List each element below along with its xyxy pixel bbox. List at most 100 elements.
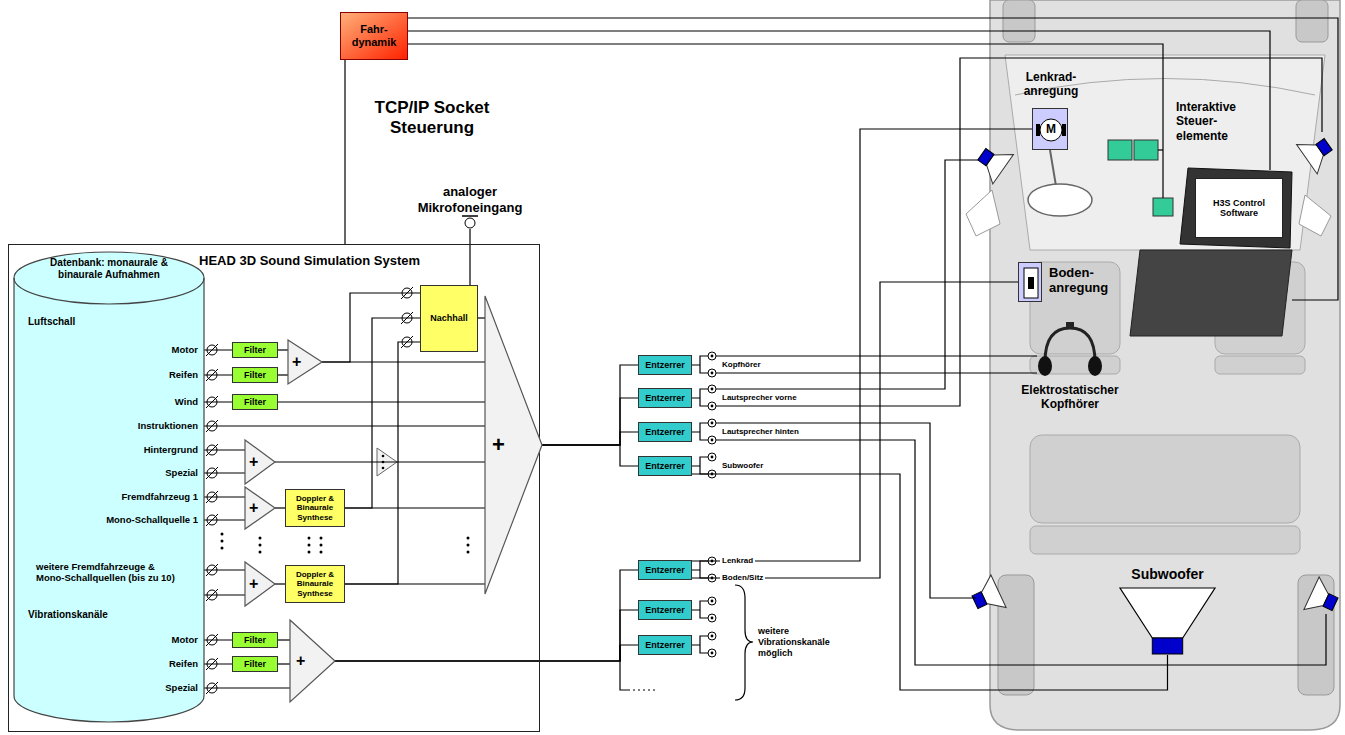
node-label: Filter [244,345,266,355]
signal-line [278,374,288,375]
car-body [1030,526,1300,554]
motor-pole [1062,124,1066,136]
wire [716,356,1037,373]
floor-exciter-shape [1019,263,1043,303]
text-label: Kopfhörer [722,360,761,370]
car-body [966,0,1340,730]
text-label: Elektrostatischer Kopfhörer [1010,383,1130,412]
potentiometer [206,589,218,601]
output-jack [708,402,716,410]
motor-pole [1036,124,1040,136]
ellipsis-dots [308,551,311,554]
node-label: Filter [244,370,266,380]
ellipsis-dots [221,547,224,550]
car-body [1215,356,1305,374]
wire [716,160,978,389]
wire [735,585,753,700]
signal-line [542,365,638,445]
ellipsis-dots [320,544,323,547]
summer-outline [485,296,542,594]
text-label: Spezial [165,682,198,693]
node-label: M [1033,109,1069,151]
node-label: + [292,353,301,371]
ellipsis-dots [320,551,323,554]
potentiometer [206,344,218,356]
car-body [1030,435,1300,523]
summer-outline [245,440,275,484]
doppler-box: Doppler & Binaurale Synthese [285,565,345,603]
signal-line [278,663,290,664]
signal-line [335,645,638,661]
headphones [1066,322,1074,328]
ellipsis-dots [221,540,224,543]
summer-triangle: + [290,620,335,702]
subwoofer-speaker: Subwoofer [1120,588,1215,655]
wire [692,356,708,474]
wire [408,31,1270,170]
wire [716,58,1322,406]
steering-wheel [1050,150,1056,186]
signal-line [335,610,638,661]
signal-line [278,401,485,402]
wire [408,44,1163,198]
text-label: Spezial [165,467,198,478]
wire [620,645,628,690]
shaker-core [1028,277,1034,289]
output-jack [708,352,716,657]
summer-triangle: + [245,562,275,606]
signal-line [345,318,420,508]
filter-box: Filter [232,367,278,383]
doppler-box: Doppler & Binaurale Synthese [285,489,345,527]
text-label: Boden/Sitz [720,573,765,583]
equalizer-box: Entzerrer [638,600,692,620]
summer-triangle: + [245,487,275,529]
summer-outline [288,340,322,384]
summer-outline [290,620,335,702]
signal-line [344,60,345,244]
car-body [1299,195,1331,236]
ellipsis-dots [467,537,470,540]
node-label: Subwoofer [1105,566,1230,582]
text-label: Wind [175,396,198,407]
signal-line [278,639,290,640]
potentiometer [206,658,218,670]
output-jack [708,632,716,640]
equalizer-box: Entzerrer [638,456,692,476]
text-label: weitere Fremdfahrzeuge & Mono-Schallquel… [36,561,176,584]
output-jack [708,352,716,360]
node-label: Filter [244,659,266,669]
equalizer-box: Entzerrer [638,560,692,580]
node-label: + [249,499,258,517]
node-label: Doppler & Binaurale Synthese [286,494,344,522]
signal-line [345,342,420,584]
wire [716,423,976,598]
text-label: Hintergrund [144,444,198,455]
car-body [1296,0,1328,42]
floor-exciter: Boden- anregung [1018,262,1042,302]
microphone-input [465,218,475,228]
node-label: Entzerrer [645,360,685,370]
node-label: Nachhall [430,313,468,323]
control-buttons [1108,140,1132,160]
selector-triangle [382,467,385,470]
node-label: + [249,575,258,593]
text-label: weitere Vibrationskanäle möglich [758,626,853,658]
node-label: H3S Control Software [1196,198,1282,219]
text-label: Instruktionen [138,420,198,431]
text-label: Lautsprecher hinten [722,427,799,437]
laptop-screen: H3S Control Software [1195,178,1283,238]
potentiometer [206,287,413,694]
potentiometer [206,467,218,479]
filter-box: Filter [232,656,278,672]
summer-outline [245,487,275,529]
headphones [1038,356,1052,376]
steering-wheel [1028,184,1092,216]
loudspeaker [967,130,1342,621]
control-buttons [1153,198,1173,216]
microphone-input [462,216,478,228]
ellipsis-dots [467,544,470,547]
car-body [1005,55,1325,250]
ellipsis-dots [320,537,323,540]
text-label: TCP/IP Socket Steuerung [352,98,512,139]
